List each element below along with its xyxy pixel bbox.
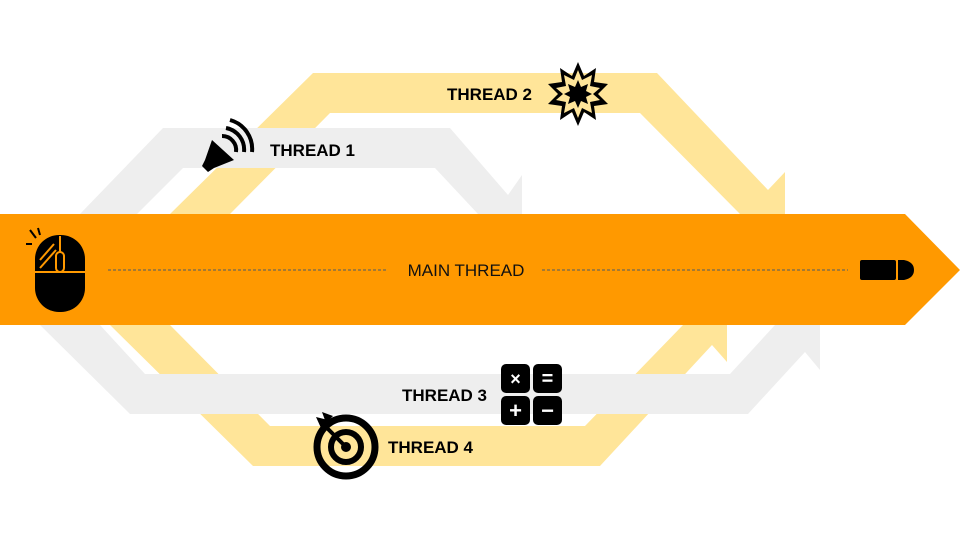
thread-1-label: THREAD 1: [270, 141, 355, 160]
calc-equals: =: [542, 368, 554, 390]
calc-plus: +: [509, 398, 522, 423]
mouse-click-icon: [26, 227, 85, 312]
thread-4-arrow: [110, 325, 727, 466]
calc-minus: −: [541, 398, 554, 423]
target-icon: [313, 412, 379, 480]
calculator-icon: × = + −: [501, 364, 562, 425]
main-thread-label: MAIN THREAD: [408, 261, 525, 280]
thread-1-arrow: [80, 128, 522, 214]
calc-times: ×: [510, 369, 521, 389]
thread-2-label: THREAD 2: [447, 85, 532, 104]
bullet-icon: [860, 260, 914, 280]
thread-3-label: THREAD 3: [402, 386, 487, 405]
thread-3-arrow: [40, 325, 820, 414]
megaphone-icon: [202, 118, 255, 172]
thread-2-arrow: [170, 73, 785, 214]
thread-4-label: THREAD 4: [388, 438, 474, 457]
main-thread-arrow: [0, 214, 960, 325]
explosion-icon: [548, 62, 608, 126]
